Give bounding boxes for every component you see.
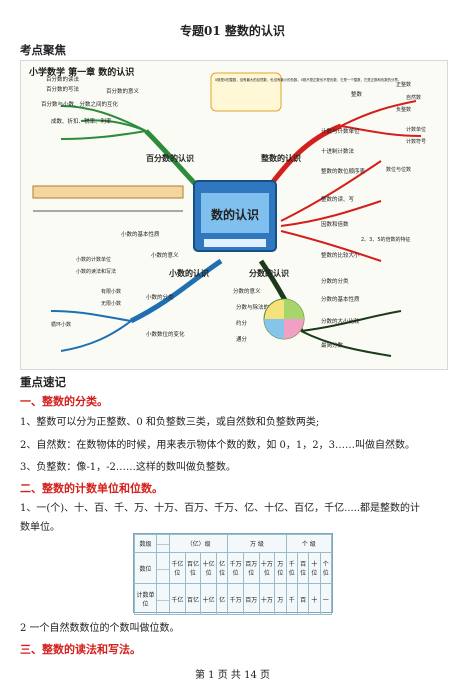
para-1-1: 1、整数可以分为正整数、0 和负整数三类，或自然数和负整数两类; xyxy=(20,417,320,428)
integer-item-14: 2、3、5的倍数的特征 xyxy=(361,236,411,243)
table-digit: 个位 xyxy=(319,552,333,584)
table-unit: …… xyxy=(156,583,170,615)
table-level-2: 万 级 xyxy=(227,534,287,553)
place-value-table: 数级 …… （亿）级 万 级 个 级 数位 …… 千亿位 百亿位 十亿位 亿位 … xyxy=(133,533,333,615)
percent-item-4: 成数、折扣、税率、利率 xyxy=(51,117,112,125)
decimal-item-6: 无限小数 xyxy=(101,300,121,307)
decimal-item-7: 循环小数 xyxy=(51,321,71,328)
mind-map-note: 0既是0的整数，没有最大的自然数，也没有最小的负数。0既不是正数也不是负数，它是… xyxy=(215,77,401,82)
table-level-0: …… xyxy=(156,534,170,553)
para-2-1b: 数单位。 xyxy=(20,522,60,533)
table-digit: 百位 xyxy=(296,552,310,584)
integer-item-5: 计数与计数单位 xyxy=(321,127,360,135)
fraction-item-10: 最简分数 xyxy=(321,341,344,349)
fraction-item-0: 分数的意义 xyxy=(233,287,261,295)
mind-map-header: 小学数学 第一章 数的认识 xyxy=(29,68,135,78)
para-1-2: 2、自然数：在数物体的时候，用来表示物体个数的数，如 0，1，2，3……叫做自然… xyxy=(20,440,415,451)
section-focus-heading: 考点聚焦 xyxy=(20,43,66,57)
table-digit: 十万位 xyxy=(258,552,276,584)
table-digit: 千万位 xyxy=(227,552,244,584)
table-unit: 十 xyxy=(308,583,321,615)
table-unit: 十万 xyxy=(258,583,276,615)
percent-item-0: 百分数的读法 xyxy=(46,75,80,83)
integer-item-11: 整数的读、写 xyxy=(321,195,355,203)
decimal-item-2: 小数的计数单位 xyxy=(76,256,111,263)
para-1-3: 3、负整数：像-1，-2……这样的数叫做负整数。 xyxy=(20,462,236,473)
table-unit: 万 xyxy=(274,583,287,615)
integer-item-13: 因数和倍数 xyxy=(321,220,349,228)
decimal-item-0: 小数的基本性质 xyxy=(121,230,160,238)
table-label-digit: 数位 xyxy=(134,552,157,584)
table-level-3: 个 级 xyxy=(285,534,333,553)
table-digit: 百万位 xyxy=(242,552,260,584)
mind-map-figure: 小学数学 第一章 数的认识 数的认识 百分数的认识 整数的认识 小数的认识 分数… xyxy=(20,60,448,370)
percent-item-3: 百分数与小数、分数之间的互化 xyxy=(41,100,119,108)
page-title: 专题01 整数的认识 xyxy=(180,24,285,38)
table-digit: 十位 xyxy=(308,552,321,584)
fraction-item-1: 分数与除法的关系 xyxy=(236,303,281,311)
table-label-unit: 计数单位 xyxy=(134,583,157,615)
table-digit: 千亿位 xyxy=(169,552,186,584)
table-digit: 千位 xyxy=(285,552,298,584)
decimal-item-9: 小数数位的变化 xyxy=(146,330,185,338)
table-unit: 千亿 xyxy=(169,583,186,615)
decimal-item-5: 有限小数 xyxy=(101,288,121,295)
decimal-item-4: 小数的分类 xyxy=(146,293,174,301)
table-unit: 千万 xyxy=(227,583,244,615)
integer-item-8: 十进制计数法 xyxy=(321,147,355,155)
mind-map-svg: 数的认识 百分数的认识 整数的认识 小数的认识 分数的认识 百分数的读法 百分数… xyxy=(32,72,426,357)
decimal-item-1: 小数的意义 xyxy=(151,251,179,259)
table-unit: 亿 xyxy=(215,583,229,615)
page-footer: 第 1 页 共 14 页 xyxy=(195,670,270,681)
table-unit: 十亿 xyxy=(200,583,217,615)
table-digit: …… xyxy=(156,552,170,584)
fraction-item-6: 分数的基本性质 xyxy=(321,295,360,303)
integer-item-9: 整数的数位顺序表 xyxy=(321,167,366,175)
table-unit: 一 xyxy=(319,583,333,615)
table-unit: 百亿 xyxy=(184,583,202,615)
table-unit: 千 xyxy=(285,583,298,615)
table-label-level: 数级 xyxy=(134,534,157,553)
branch-percent-label: 百分数的认识 xyxy=(146,153,194,163)
integer-item-0: 整数 xyxy=(351,90,363,98)
integer-item-7: 计数符号 xyxy=(406,138,426,145)
integer-item-6: 计数单位 xyxy=(406,126,426,133)
table-level-1: （亿）级 xyxy=(168,534,229,553)
branch-decimal-label: 小数的认识 xyxy=(168,268,209,278)
heading-count-units: 二、整数的计数单位和位数。 xyxy=(20,482,163,495)
table-unit: 百万 xyxy=(242,583,260,615)
integer-item-3: 负整数 xyxy=(396,106,411,113)
table-unit: 百 xyxy=(296,583,310,615)
branch-integer-label: 整数的认识 xyxy=(260,153,301,163)
integer-item-1: 正整数 xyxy=(396,81,411,88)
table-digit: 十亿位 xyxy=(200,552,217,584)
branch-fraction-label: 分数的认识 xyxy=(249,268,289,278)
percent-item-2: 百分数的意义 xyxy=(106,87,140,95)
mind-map-center-label: 数的认识 xyxy=(211,207,259,222)
table-digit: 亿位 xyxy=(215,552,229,584)
table-digit: 百亿位 xyxy=(184,552,202,584)
heading-integer-classification: 一、整数的分类。 xyxy=(20,395,108,408)
heading-read-write: 三、整数的读法和写法。 xyxy=(20,643,141,656)
section-review-heading: 重点速记 xyxy=(20,375,66,389)
integer-item-12: 整数的比较大小 xyxy=(321,251,360,259)
fraction-item-7: 约分 xyxy=(236,319,248,327)
fraction-item-2: 分数的分类 xyxy=(321,277,349,285)
para-2-2: 2 一个自然数数位的个数叫做位数。 xyxy=(20,623,180,634)
decimal-item-3: 小数的读法和写法 xyxy=(76,268,116,275)
fraction-item-9: 分数的大小比较 xyxy=(321,317,360,325)
integer-item-2: 自然数 xyxy=(406,94,421,101)
integer-item-10: 数位与位数 xyxy=(386,166,411,173)
fraction-item-8: 通分 xyxy=(236,335,248,343)
percent-item-1: 百分数的写法 xyxy=(46,85,80,93)
para-2-1a: 1、一(个)、十、百、千、万、十万、百万、千万、亿、十亿、百亿，千亿.....都… xyxy=(20,503,421,514)
table-digit: 万位 xyxy=(274,552,287,584)
